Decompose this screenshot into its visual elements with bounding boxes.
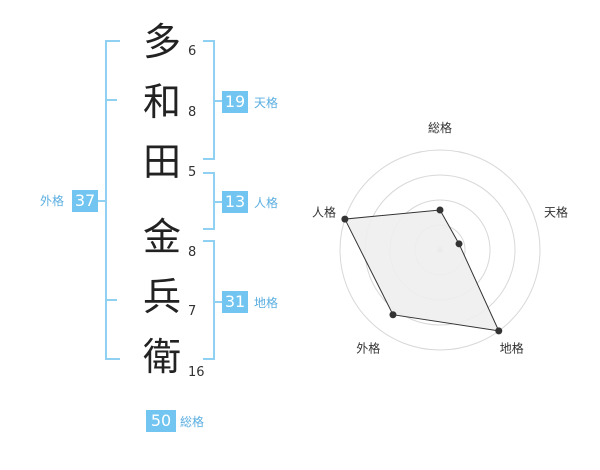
tenkaku-value-badge: 19	[222, 91, 248, 113]
tenkaku-bracket-bottom	[203, 158, 215, 160]
gaikaku-bracket-top	[105, 40, 120, 42]
jinkaku-value-badge: 13	[222, 191, 248, 213]
kanji-1: 多	[142, 20, 181, 64]
stroke-count-5: 7	[188, 304, 197, 319]
radar-axis-label-2: 天格	[544, 204, 568, 219]
radar-point-4	[389, 311, 397, 319]
kanji-3: 田	[142, 140, 181, 184]
gaikaku-bracket	[105, 40, 107, 360]
chikaku-bracket-top	[203, 240, 215, 242]
stroke-count-6: 16	[188, 365, 205, 380]
jinkaku-bracket-connector	[215, 201, 223, 203]
radar-axis-label-5: 人格	[312, 204, 336, 219]
radar-point-2	[455, 240, 463, 248]
radar-series-polygon	[344, 209, 500, 332]
radar-point-1	[436, 206, 444, 214]
chikaku-bracket	[213, 240, 215, 360]
kanji-6: 衛	[142, 335, 181, 379]
soukaku-label: 総格	[180, 415, 205, 429]
tenkaku-bracket	[213, 40, 215, 160]
gaikaku-bracket-tick-2	[105, 299, 117, 301]
chikaku-label: 地格	[254, 296, 279, 310]
kanji-5: 兵	[142, 275, 181, 319]
stroke-count-1: 6	[188, 44, 197, 59]
radar-ring-4	[339, 149, 541, 351]
kanji-4: 金	[142, 215, 181, 259]
radar-axis-label-3: 地格	[500, 341, 524, 356]
jinkaku-bracket-top	[203, 172, 215, 174]
gaikaku-bracket-bottom	[105, 358, 120, 360]
stroke-count-2: 8	[188, 105, 197, 120]
radar-axis-label-4: 外格	[356, 341, 380, 356]
jinkaku-bracket-bottom	[203, 228, 215, 230]
chikaku-bracket-bottom	[203, 358, 215, 360]
tenkaku-bracket-top	[203, 40, 215, 42]
tenkaku-bracket-connector	[215, 100, 223, 102]
radar-point-3	[495, 327, 503, 335]
chikaku-bracket-connector	[215, 301, 223, 303]
gaikaku-bracket-tick-1	[105, 99, 117, 101]
stroke-count-3: 5	[188, 165, 197, 180]
radar-point-5	[341, 215, 349, 223]
jinkaku-bracket	[213, 172, 215, 230]
stroke-count-4: 8	[188, 245, 197, 260]
gaikaku-value-badge: 37	[72, 190, 98, 212]
tenkaku-label: 天格	[254, 96, 279, 110]
gaikaku-label: 外格	[40, 194, 65, 208]
radar-axis-label-1: 総格	[428, 120, 452, 135]
chikaku-value-badge: 31	[222, 291, 248, 313]
jinkaku-label: 人格	[254, 196, 279, 210]
gaikaku-bracket-connector	[97, 200, 105, 202]
kanji-2: 和	[142, 80, 181, 124]
soukaku-value-badge: 50	[146, 410, 176, 432]
